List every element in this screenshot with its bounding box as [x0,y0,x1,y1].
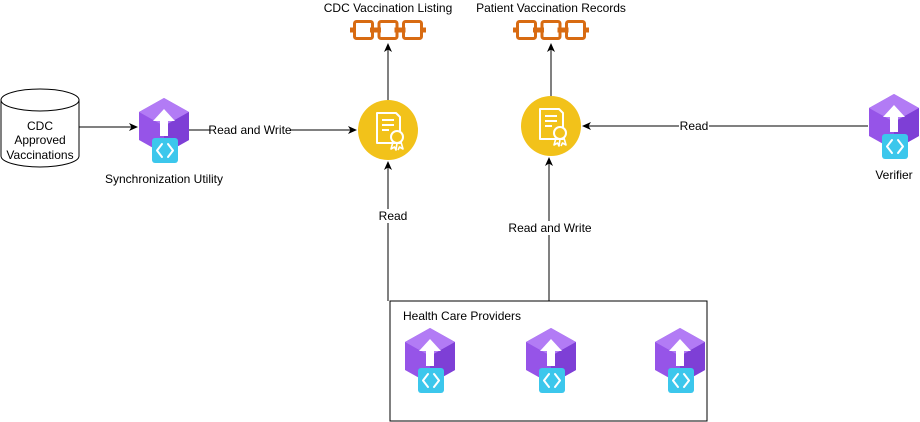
edge-labels: Read and Write Read Read and Write Read [208,119,709,235]
cdc-database[interactable]: CDC Approved Vaccinations [0,88,80,168]
providers-label: Health Care Providers [403,309,521,323]
smart-contract-icon [357,99,419,161]
health-care-providers-group[interactable]: Health Care Providers [389,300,708,422]
sync-utility[interactable]: Synchronization Utility [105,97,223,186]
app-icon [868,93,920,160]
app-icon [138,97,190,164]
sync-utility-label: Synchronization Utility [105,172,223,186]
database-label-line1: CDC [27,119,53,133]
cdc-listing-label: CDC Vaccination Listing [324,1,453,15]
edge-label-read: Read [379,209,408,223]
edge-label-read-write: Read and Write [508,221,591,235]
verifier[interactable]: Verifier [868,93,920,182]
blockchain-icon [511,20,591,40]
cdc-listing-node[interactable]: CDC Vaccination Listing [324,1,453,161]
database-label-line2: Approved [14,133,65,147]
database-label-line3: Vaccinations [6,148,73,162]
edge-label-read-write: Read and Write [208,123,291,137]
patient-records-label: Patient Vaccination Records [476,1,626,15]
patient-records-node[interactable]: Patient Vaccination Records [476,1,626,157]
blockchain-icon [348,20,428,40]
verifier-label: Verifier [875,168,912,182]
smart-contract-icon [520,95,582,157]
edge-label-read: Read [680,119,709,133]
